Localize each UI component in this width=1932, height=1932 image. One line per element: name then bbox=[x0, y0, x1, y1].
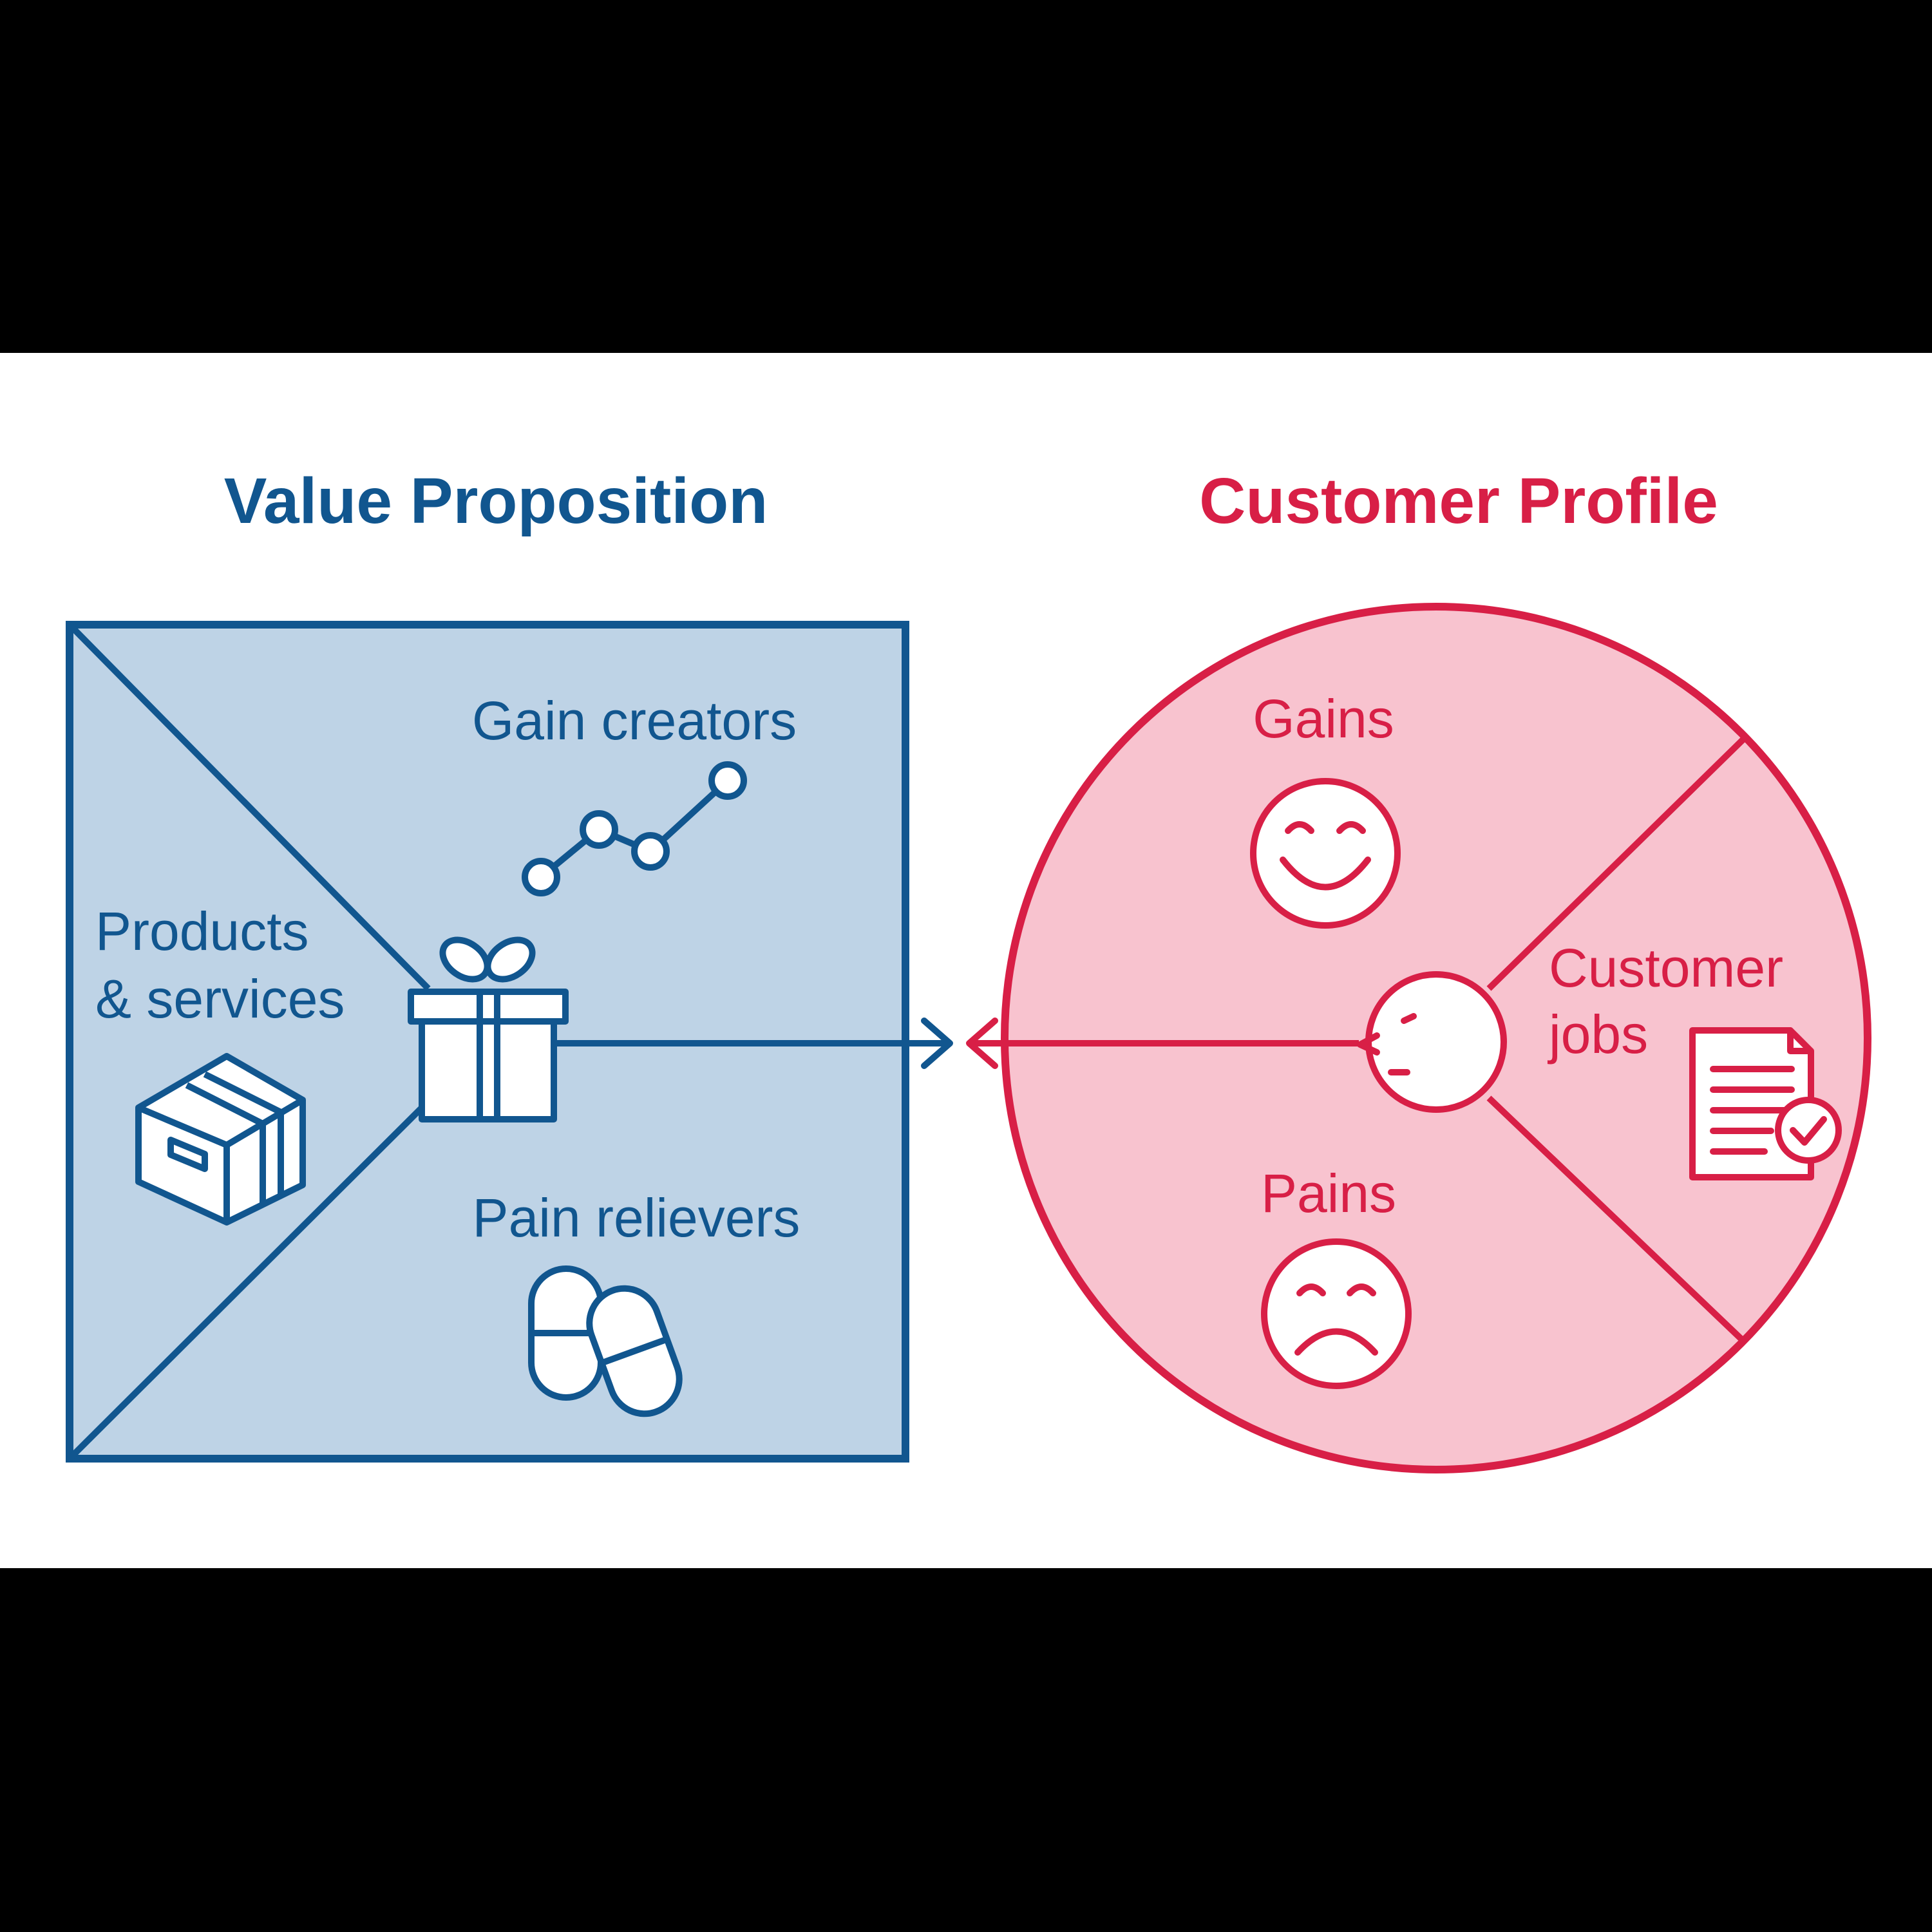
divider-upper-diagonal bbox=[67, 622, 431, 991]
box-icon bbox=[135, 1053, 306, 1226]
arrow-head-right bbox=[921, 1018, 953, 1069]
gift-icon bbox=[408, 936, 569, 1122]
customer-face-icon bbox=[1357, 971, 1507, 1113]
gain-creators-label: Gain creators bbox=[472, 690, 797, 751]
customer-jobs-label-line2: jobs bbox=[1547, 1004, 1648, 1065]
divider-gains-jobs bbox=[1486, 735, 1748, 991]
value-proposition-map: Gain creators Products & services Pain r… bbox=[66, 621, 953, 1463]
happy-face-icon bbox=[1250, 778, 1401, 929]
growth-chart-icon bbox=[522, 761, 747, 896]
document-check-icon bbox=[1689, 1027, 1842, 1180]
divider-lower-diagonal bbox=[67, 1099, 431, 1461]
pills-icon bbox=[528, 1265, 683, 1417]
arrow-head-left bbox=[966, 1018, 998, 1069]
products-label-line2: & services bbox=[95, 969, 345, 1029]
sad-face-icon bbox=[1261, 1238, 1412, 1389]
customer-jobs-label-line1: Customer bbox=[1549, 938, 1783, 998]
products-label-line1: Products bbox=[95, 901, 309, 961]
divider-pains-jobs bbox=[1486, 1095, 1748, 1345]
value-proposition-title: Value Proposition bbox=[224, 465, 768, 537]
pain-relievers-label: Pain relievers bbox=[473, 1188, 800, 1248]
gains-label: Gains bbox=[1253, 688, 1394, 749]
pains-label: Pains bbox=[1261, 1163, 1396, 1224]
customer-profile-title: Customer Profile bbox=[1199, 465, 1718, 537]
customer-profile-map: Gains Pains Customer jobs bbox=[966, 603, 1871, 1473]
